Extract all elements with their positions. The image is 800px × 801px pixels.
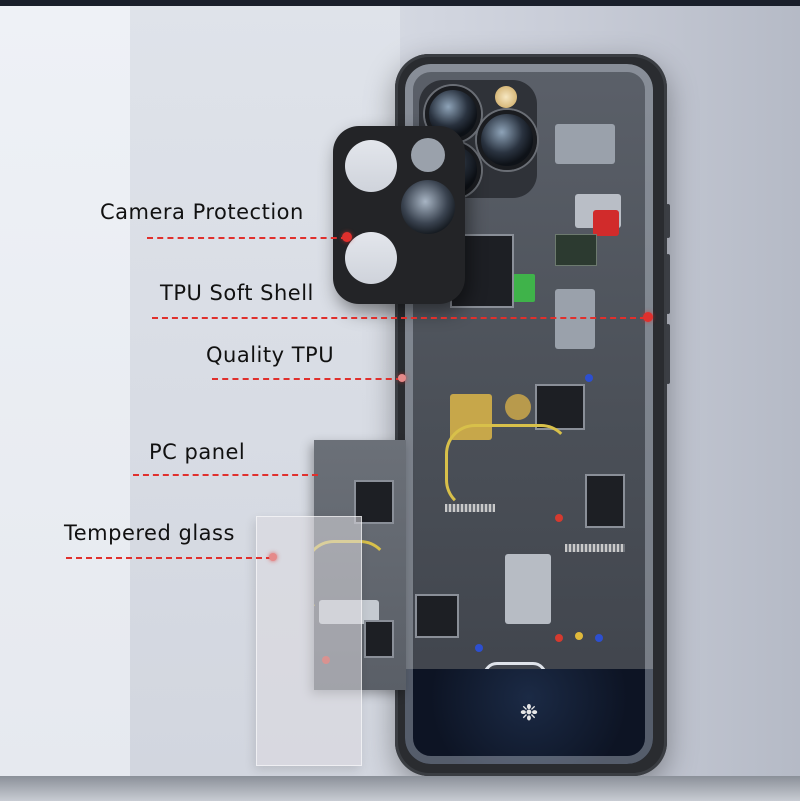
callout-line [66, 557, 272, 559]
label-camera-protection: Camera Protection [100, 200, 304, 224]
background-left-panel [0, 6, 130, 776]
metal-plate [555, 289, 595, 349]
yellow-wire [445, 424, 571, 510]
label-tempered-glass: Tempered glass [64, 521, 235, 545]
starfield-bottom: ❉ [405, 669, 653, 764]
clear-case-edge [405, 64, 653, 764]
bolt [555, 514, 563, 522]
product-stage: ❉ Camera Protection TPU Soft Shel [0, 6, 800, 776]
chip [364, 620, 394, 658]
callout-dot [342, 232, 352, 242]
volume-down-button [666, 324, 670, 384]
bolt [575, 632, 583, 640]
lens-hole [401, 180, 455, 234]
red-component [593, 210, 619, 236]
callout-dot [269, 553, 277, 561]
green-component [513, 274, 535, 302]
callout-line [152, 317, 646, 319]
metal-plate [555, 124, 615, 164]
metal-bracket [505, 554, 551, 624]
callout-dot [398, 374, 406, 382]
bolt [595, 634, 603, 642]
spring [445, 504, 495, 512]
transparent-back-panel: ❉ [405, 64, 653, 764]
callout-line [133, 474, 318, 476]
label-tpu-soft-shell: TPU Soft Shell [160, 281, 314, 305]
ornament-icon: ❉ [519, 701, 539, 726]
camera-lens [477, 110, 537, 170]
chip [415, 594, 459, 638]
circuit-board [555, 234, 597, 266]
bolt [555, 634, 563, 642]
volume-up-button [666, 254, 670, 314]
bolt [585, 374, 593, 382]
label-pc-panel: PC panel [149, 440, 246, 464]
callout-line [212, 378, 402, 380]
lens-hole [345, 232, 397, 284]
chip [535, 384, 585, 430]
label-quality-tpu: Quality TPU [206, 343, 335, 367]
flash-hole [411, 138, 445, 172]
spring [565, 544, 625, 552]
lens-hole [345, 140, 397, 192]
side-button [666, 204, 670, 238]
brass-disk [505, 394, 531, 420]
chip [585, 474, 625, 528]
floor [0, 776, 800, 801]
bolt [475, 644, 483, 652]
camera-protector [333, 126, 465, 304]
flash [495, 86, 517, 108]
callout-line [147, 237, 347, 239]
callout-dot [643, 312, 653, 322]
